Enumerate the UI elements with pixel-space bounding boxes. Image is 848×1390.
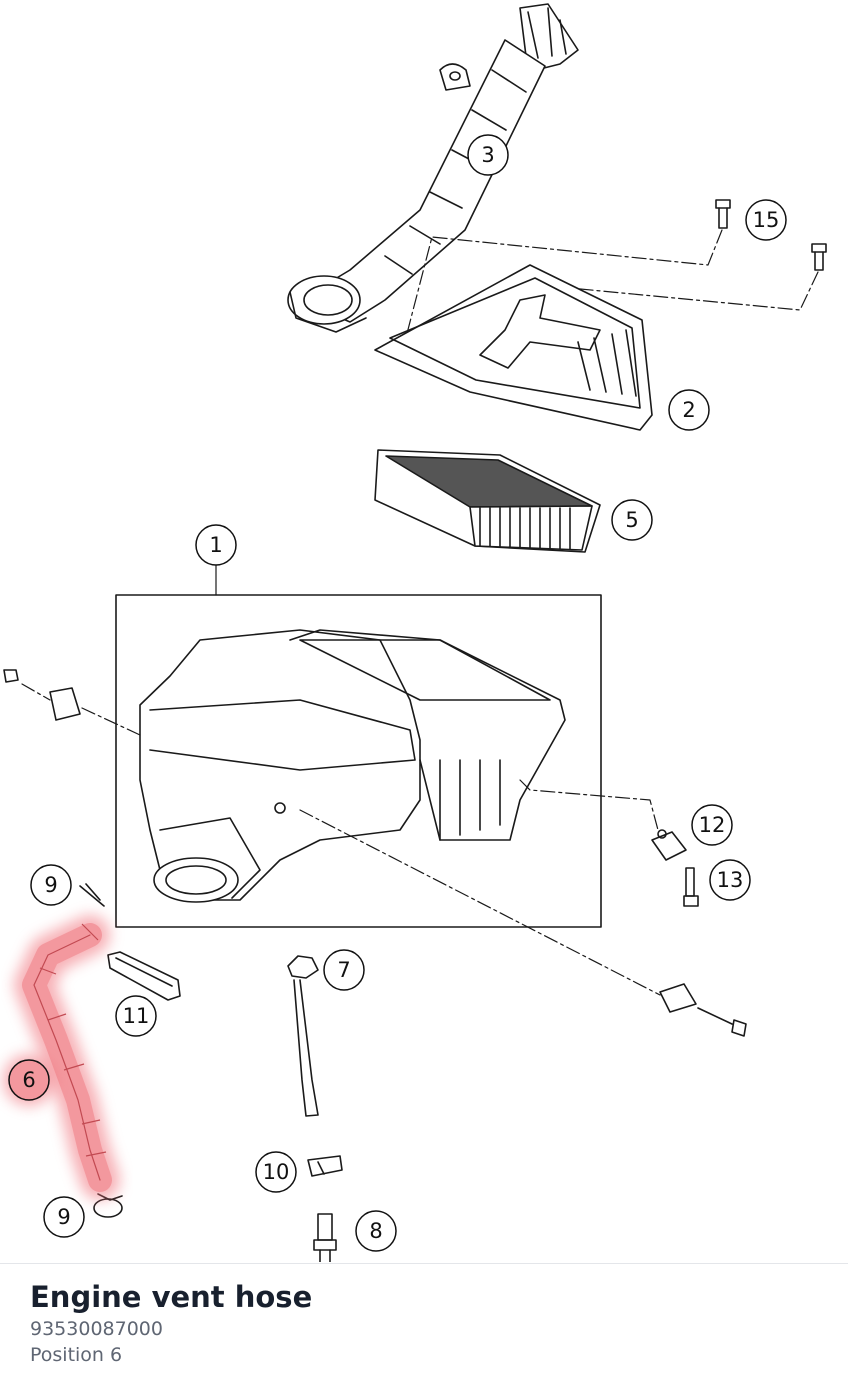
callout-12[interactable]: 12 <box>691 804 733 846</box>
intake-snorkel-part[interactable] <box>287 3 579 333</box>
callout-11-label: 11 <box>123 1004 150 1028</box>
callout-5[interactable]: 5 <box>611 499 653 541</box>
callout-9b[interactable]: 9 <box>43 1196 85 1238</box>
callout-1-circle <box>195 524 237 566</box>
parts-diagram[interactable]: 3 15 2 5 1 12 13 9 7 11 6 10 9 8 <box>0 0 848 1262</box>
damper-12[interactable] <box>651 829 687 861</box>
clamp-9a[interactable] <box>79 883 105 907</box>
callout-15-label: 15 <box>753 208 780 232</box>
callout-8-label: 8 <box>369 1219 382 1243</box>
callout-15[interactable]: 15 <box>745 199 787 241</box>
airbox-cover-part[interactable] <box>374 264 653 431</box>
callout-8[interactable]: 8 <box>355 1210 397 1252</box>
callout-15-circle <box>745 199 787 241</box>
callout-9a-label: 9 <box>44 873 57 897</box>
mount-grommet-left[interactable] <box>3 669 81 721</box>
callout-6[interactable]: 6 <box>3 1054 55 1106</box>
callout-7[interactable]: 7 <box>323 949 365 991</box>
callout-1-label: 1 <box>209 533 222 557</box>
damper-lower-right[interactable] <box>659 983 747 1037</box>
callout-12-label: 12 <box>699 813 726 837</box>
callout-3-circle <box>467 134 509 176</box>
callout-9b-circle <box>43 1196 85 1238</box>
air-filter-part[interactable] <box>374 449 601 553</box>
callout-7-label: 7 <box>337 958 350 982</box>
callout-2[interactable]: 2 <box>668 389 710 431</box>
callout-10[interactable]: 10 <box>255 1151 297 1193</box>
valve-8[interactable] <box>313 1213 337 1262</box>
breather-hose-7[interactable] <box>287 955 319 1117</box>
callout-3-label: 3 <box>481 143 494 167</box>
callout-7-circle <box>323 949 365 991</box>
callout-1[interactable]: 1 <box>195 524 237 566</box>
callout-9a[interactable]: 9 <box>30 864 72 906</box>
callout-13[interactable]: 13 <box>709 859 751 901</box>
part-name: Engine vent hose <box>30 1280 313 1314</box>
callout-6-circle <box>8 1059 50 1101</box>
callout-12-circle <box>691 804 733 846</box>
part-position: Position 6 <box>30 1344 123 1366</box>
callout-3[interactable]: 3 <box>467 134 509 176</box>
callout-9a-circle <box>30 864 72 906</box>
bolt-13[interactable] <box>683 867 699 907</box>
callout-5-circle <box>611 499 653 541</box>
bolt-15b[interactable] <box>811 243 827 271</box>
part-info-panel: Engine vent hose 93530087000 Position 6 <box>30 1278 312 1368</box>
callout-13-label: 13 <box>717 868 744 892</box>
callout-11[interactable]: 11 <box>115 995 157 1037</box>
callout-11-circle <box>115 995 157 1037</box>
callout-10-label: 10 <box>263 1160 290 1184</box>
callout-8-circle <box>355 1210 397 1252</box>
callout-2-label: 2 <box>682 398 695 422</box>
engine-vent-hose-part[interactable] <box>14 915 120 1200</box>
callout-6-label: 6 <box>22 1068 35 1092</box>
callout-13-circle <box>709 859 751 901</box>
callout-2-circle <box>668 389 710 431</box>
callout-10-circle <box>255 1151 297 1193</box>
airbox-assembly-frame <box>115 594 602 928</box>
callout-9b-label: 9 <box>57 1205 70 1229</box>
airbox-body-part[interactable] <box>139 629 566 903</box>
callout-5-label: 5 <box>625 508 638 532</box>
strap-11[interactable] <box>107 951 181 1001</box>
part-number: 93530087000 <box>30 1318 163 1340</box>
divider <box>0 1263 848 1264</box>
clip-10[interactable] <box>307 1155 343 1177</box>
bolt-15a[interactable] <box>715 199 731 229</box>
